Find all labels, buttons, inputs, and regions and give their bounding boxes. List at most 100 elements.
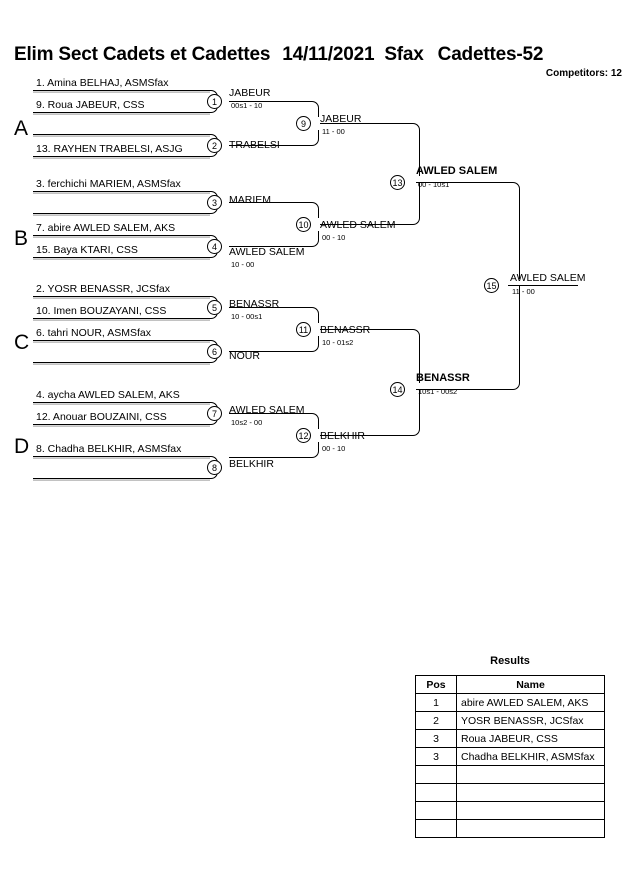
player-name: 8. Chadha BELKHIR, ASMSfax xyxy=(36,443,182,455)
result-name xyxy=(456,819,605,838)
result-name: abire AWLED SALEM, AKS xyxy=(456,693,605,712)
table-row xyxy=(415,765,605,784)
match-winner: AWLED SALEM xyxy=(416,165,498,177)
player-name: 2. YOSR BENASSR, JCSfax xyxy=(36,283,171,295)
bracket-elbow xyxy=(412,389,420,436)
bracket-line xyxy=(33,478,210,479)
event-category: Cadettes-52 xyxy=(437,44,544,65)
match-number: 10 xyxy=(296,217,311,232)
player-name: 6. tahri NOUR, ASMSfax xyxy=(36,327,151,339)
event-date: 14/11/2021 xyxy=(282,44,375,65)
match-winner: AWLED SALEM xyxy=(229,404,305,416)
bracket-line xyxy=(33,424,210,425)
player-name: 9. Roua JABEUR, CSS xyxy=(36,99,145,111)
match-winner: BENASSR xyxy=(320,324,371,336)
bracket-line xyxy=(320,224,412,225)
bracket-line xyxy=(229,457,311,458)
bracket-line xyxy=(33,90,210,91)
bracket-line xyxy=(33,112,210,113)
event-place: Sfax xyxy=(384,44,424,65)
results-header-row: Pos Name xyxy=(415,675,605,694)
bracket-elbow xyxy=(311,202,319,218)
bracket-elbow xyxy=(412,329,420,383)
table-row: 3 Roua JABEUR, CSS xyxy=(415,729,605,748)
match-score: 10 - 01s2 xyxy=(322,338,354,347)
match-score: 10 - 00s1 xyxy=(231,312,263,321)
table-row xyxy=(415,819,605,838)
bracket-line xyxy=(320,435,412,436)
match-number: 11 xyxy=(296,322,311,337)
match-number: 7 xyxy=(207,406,222,421)
match-winner: AWLED SALEM xyxy=(510,272,586,284)
bracket-line xyxy=(416,182,512,183)
bracket-elbow xyxy=(311,130,319,146)
table-row xyxy=(415,783,605,802)
result-pos: 3 xyxy=(415,747,457,766)
player-name: 1. Amina BELHAJ, ASMSfax xyxy=(36,77,169,89)
bracket-elbow xyxy=(512,182,520,279)
player-name: 4. aycha AWLED SALEM, AKS xyxy=(36,389,180,401)
match-winner: AWLED SALEM xyxy=(320,219,396,231)
match-score: 00 - 10 xyxy=(322,444,346,453)
result-name: Chadha BELKHIR, ASMSfax xyxy=(456,747,605,766)
bracket-line xyxy=(33,191,210,192)
result-pos xyxy=(415,783,457,802)
match-score: 10s1 - 00s2 xyxy=(418,387,458,396)
bracket-elbow xyxy=(311,307,319,323)
bracket-elbow xyxy=(412,123,420,176)
bracket-elbow xyxy=(311,231,319,247)
bracket-line xyxy=(33,362,210,363)
match-winner: NOUR xyxy=(229,350,260,362)
match-number: 3 xyxy=(207,195,222,210)
bracket-line xyxy=(229,351,311,352)
match-winner: JABEUR xyxy=(229,87,271,99)
results-title: Results xyxy=(490,655,530,667)
match-number: 12 xyxy=(296,428,311,443)
result-name xyxy=(456,783,605,802)
match-score: 10 - 00 xyxy=(231,260,255,269)
result-pos: 3 xyxy=(415,729,457,748)
match-score: 11 - 00 xyxy=(512,287,535,296)
match-number: 8 xyxy=(207,460,222,475)
bracket-line xyxy=(508,285,578,286)
bracket-line xyxy=(229,246,311,247)
bracket-line xyxy=(229,202,311,203)
section-label-d: D xyxy=(14,435,30,458)
match-number: 1 xyxy=(207,94,222,109)
match-number: 2 xyxy=(207,138,222,153)
bracket-line xyxy=(33,456,210,457)
player-name: 7. abire AWLED SALEM, AKS xyxy=(36,222,176,234)
bracket-line xyxy=(33,402,210,403)
result-pos xyxy=(415,801,457,820)
bracket-elbow xyxy=(311,336,319,352)
player-name: 15. Baya KTARI, CSS xyxy=(36,244,138,256)
match-number: 14 xyxy=(390,382,405,397)
bracket-line xyxy=(320,329,412,330)
results-col-name: Name xyxy=(456,675,605,694)
result-pos xyxy=(415,819,457,838)
result-pos: 1 xyxy=(415,693,457,712)
match-number: 4 xyxy=(207,239,222,254)
table-row: 2 YOSR BENASSR, JCSfax xyxy=(415,711,605,730)
results-col-pos: Pos xyxy=(415,675,457,694)
results-table: Pos Name 1 abire AWLED SALEM, AKS 2 YOSR… xyxy=(415,675,605,838)
bracket-line xyxy=(33,213,210,214)
bracket-line xyxy=(33,156,210,157)
player-name: 3. ferchichi MARIEM, ASMSfax xyxy=(36,178,181,190)
match-winner: AWLED SALEM xyxy=(229,246,305,258)
match-winner: MARIEM xyxy=(229,194,271,206)
match-score: 00s1 - 10 xyxy=(231,101,263,110)
competitors-count: Competitors: 12 xyxy=(545,68,622,79)
match-number: 9 xyxy=(296,116,311,131)
bracket-line xyxy=(33,340,210,341)
bracket-line xyxy=(33,296,210,297)
bracket-line xyxy=(33,318,210,319)
match-winner: BENASSR xyxy=(416,372,470,384)
match-winner: JABEUR xyxy=(320,113,362,125)
bracket-line xyxy=(229,145,311,146)
table-row: 1 abire AWLED SALEM, AKS xyxy=(415,693,605,712)
bracket-line xyxy=(416,389,512,390)
bracket-line xyxy=(33,235,210,236)
